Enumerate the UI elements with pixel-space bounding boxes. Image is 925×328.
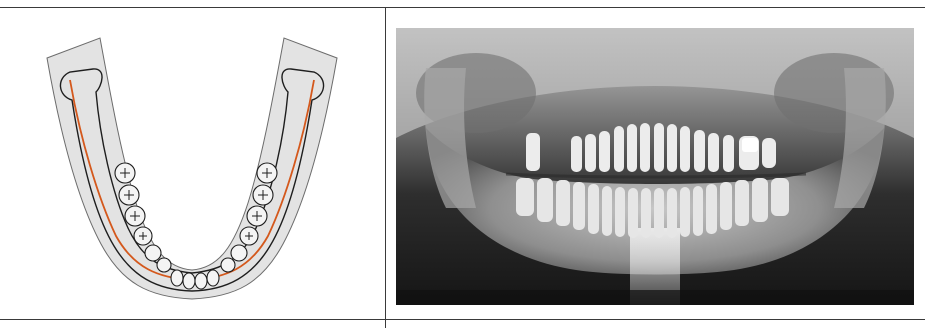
mandible-diagram [0, 8, 385, 319]
incisor-1 [171, 270, 183, 286]
table-bottom-rule [0, 319, 925, 320]
incisor-2 [183, 273, 195, 289]
xray-bottom-band [396, 290, 914, 305]
incisor-3 [195, 273, 207, 289]
tooth-left-6 [157, 258, 171, 272]
tooth-left-5 [145, 245, 161, 261]
mandible-diagram-panel [0, 8, 385, 319]
tooth-right-6 [221, 258, 235, 272]
panoramic-xray [386, 8, 925, 319]
panoramic-xray-panel [386, 8, 925, 319]
restoration-crown [742, 138, 758, 152]
incisor-4 [207, 270, 219, 286]
tooth-right-5 [231, 245, 247, 261]
